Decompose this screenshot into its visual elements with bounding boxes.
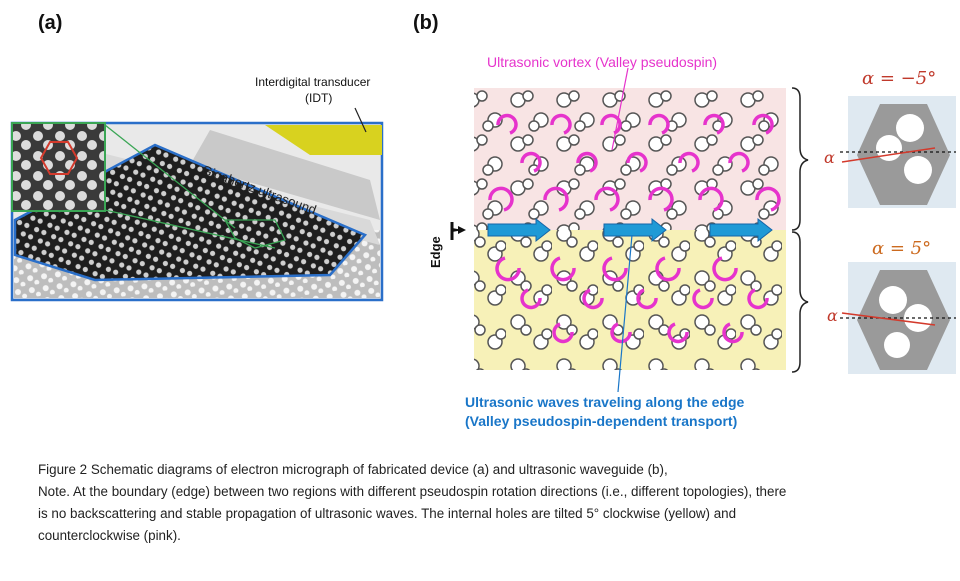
panel-a-figure [10,70,385,302]
edge-wave-arrows [487,217,773,243]
edge-waves-label: Ultrasonic waves traveling along the edg… [465,394,745,410]
device-micrograph [10,107,384,302]
caption-line: Note. At the boundary (edge) between two… [38,484,787,499]
caption-line: is no backscattering and stable propagat… [38,506,737,521]
caption-line: counterclockwise (pink). [38,528,181,543]
idt-abbreviation: (IDT) [305,91,333,105]
vortex-label: Ultrasonic vortex (Valley pseudospin) [487,54,718,70]
panel-a-label: (a) [38,12,63,34]
bottom-angle-label: α = 5° [872,238,932,259]
idt-title: Interdigital transducer [255,75,371,89]
top-alpha-symbol: α [824,148,835,167]
caption-line: Figure 2 Schematic diagrams of electron … [38,462,668,477]
edge-transport-label: (Valley pseudospin-dependent transport) [465,413,738,429]
edge-label: Edge [428,236,443,268]
bottom-alpha-symbol: α [827,306,838,325]
top-angle-label: α = −5° [862,68,937,89]
panel-b-label: (b) [413,12,439,34]
figure-caption: Figure 2 Schematic diagrams of electron … [38,459,938,547]
vortex-markers [488,113,781,344]
